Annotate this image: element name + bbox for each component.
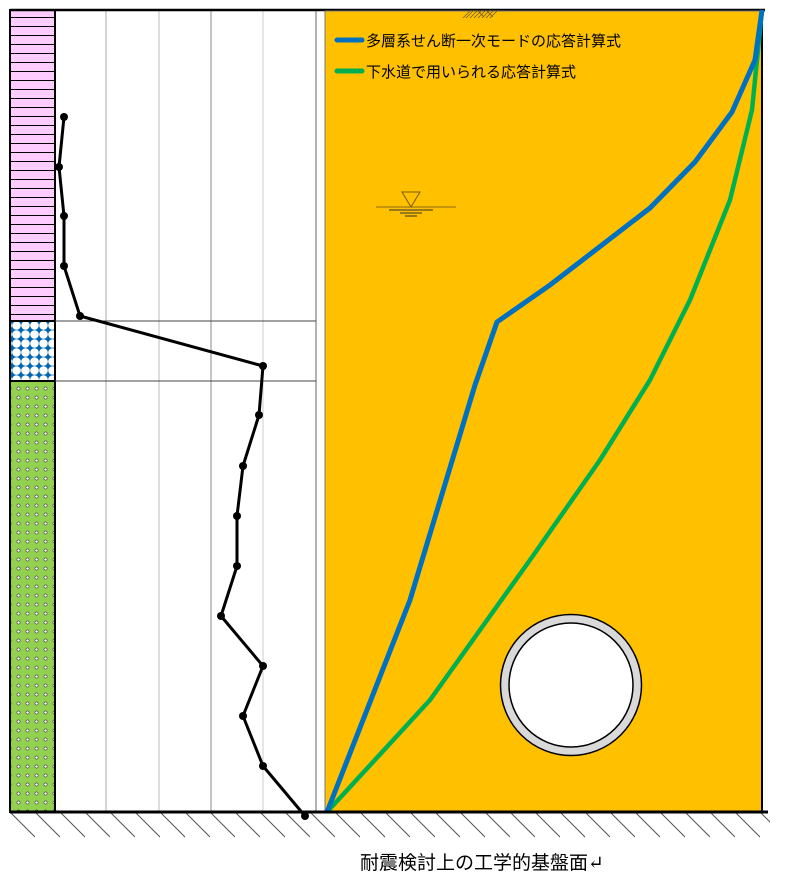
profile-grid: [55, 10, 317, 812]
clay-layer: [10, 10, 55, 321]
surface-hatch-icon: [462, 9, 499, 19]
ground-hatch: [10, 812, 770, 838]
legend: 多層系せん断一次モードの応答計算式 下水道で用いられる応答計算式: [334, 32, 621, 81]
sewer-pipe-icon: [499, 613, 643, 757]
caption: 耐震検討上の工学的基盤面↵: [360, 852, 604, 874]
soil-column: [9, 9, 56, 813]
series1-curve: [324, 9, 765, 813]
legend-series1-label: 多層系せん断一次モードの応答計算式: [366, 32, 621, 50]
property-profile: [55, 113, 309, 820]
gravel-layer: [10, 321, 55, 381]
series2-curve: [325, 9, 765, 814]
legend-series2-label: 下水道で用いられる応答計算式: [366, 63, 576, 81]
water-table-icon: [376, 191, 456, 217]
sand-layer: [10, 381, 55, 812]
